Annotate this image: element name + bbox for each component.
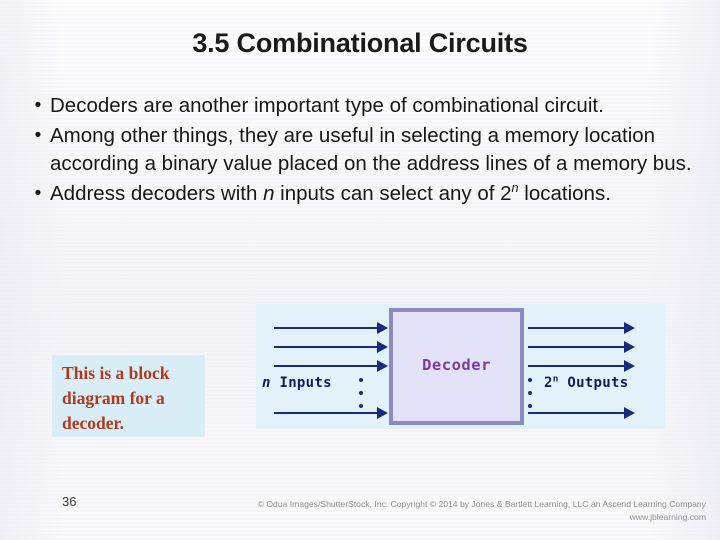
decoder-box-label: Decoder [422,356,491,374]
page-title: 3.5 Combinational Circuits [192,28,528,58]
output-arrow-4 [528,407,635,419]
bullet-text-3: Address decoders with n inputs can selec… [50,180,698,209]
decoder-block-diagram: Decoder n Inputs 2n Outputs [256,304,665,429]
output-label-suffix: Outputs [558,375,629,391]
output-arrow-2 [528,341,635,353]
output-arrow-1 [528,322,635,334]
output-ellipsis-dots [528,378,533,417]
list-item: • Among other things, they are useful in… [26,122,698,179]
bullet-3-pre: Address decoders with [50,181,264,205]
bullet-marker-icon: • [34,95,42,116]
decoder-box: Decoder [389,308,524,425]
output-label: 2n Outputs [544,373,629,391]
ellipsis-dot [528,378,532,382]
bullet-3-mid: inputs can select any of 2 [274,181,512,205]
ellipsis-dot [528,404,532,408]
input-label: n Inputs [262,375,332,391]
input-label-suffix: Inputs [270,375,332,391]
callout-note: This is a block diagram for a decoder. [52,355,205,437]
input-arrow-1 [274,322,388,334]
bullet-marker-icon: • [34,124,42,146]
bullet-list: • Decoders are another important type of… [26,92,698,209]
bullet-2-pre: Among other things, they are useful in s… [50,123,692,176]
bullet-1-pre: Decoders are another important type of c… [50,94,604,117]
ellipsis-dot [359,378,363,382]
ellipsis-dot [359,404,363,408]
callout-note-text: This is a block diagram for a decoder. [62,363,170,433]
list-item: • Address decoders with n inputs can sel… [26,180,698,209]
input-arrow-4 [274,407,388,419]
footer-credit-line-2: www.jblearning.com [629,511,706,522]
output-arrow-3 [528,360,635,372]
page-number: 36 [62,494,77,509]
output-label-prefix: 2 [544,375,553,391]
ellipsis-dot [528,391,532,395]
input-arrow-2 [274,341,388,353]
bullet-3-italic-n: n [263,181,275,205]
input-label-italic-n: n [262,375,271,391]
bullet-text-1: Decoders are another important type of c… [50,92,698,121]
input-arrow-3 [274,360,388,372]
bullet-3-post: locations. [518,181,611,205]
input-ellipsis-dots [359,378,364,417]
bullet-marker-icon: • [34,182,42,204]
list-item: • Decoders are another important type of… [26,92,698,121]
bullet-text-2: Among other things, they are useful in s… [50,122,698,179]
output-label-superscript-n: n [552,373,559,385]
footer-credit-line-1: © Odua Images/ShutterStock, Inc. Copyrig… [257,499,706,509]
bullet-3-superscript-n: n [511,179,519,195]
footer-credit: © Odua Images/ShutterStock, Inc. Copyrig… [146,498,706,523]
ellipsis-dot [359,391,363,395]
